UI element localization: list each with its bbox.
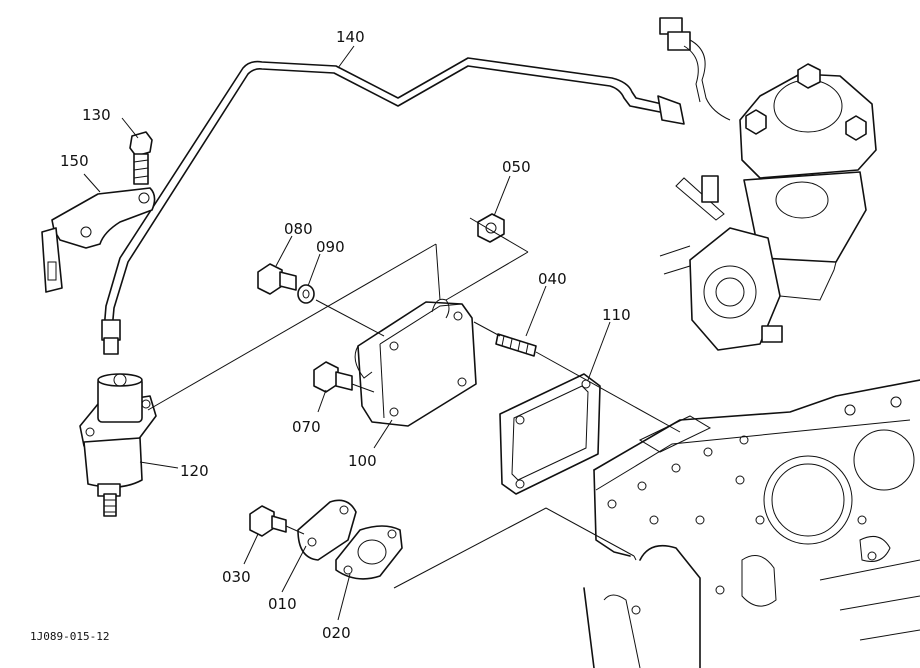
bolt-080[interactable]: [257, 263, 297, 295]
label-080: 080: [284, 220, 313, 238]
bolt-130[interactable]: [129, 131, 153, 185]
nut-050[interactable]: [477, 213, 505, 243]
cover-100[interactable]: [354, 298, 477, 427]
stop-solenoid-120[interactable]: [79, 373, 157, 517]
washer-090[interactable]: [297, 284, 315, 304]
label-110: 110: [602, 306, 631, 324]
bolt-030[interactable]: [249, 505, 287, 537]
label-030: 030: [222, 568, 251, 586]
label-010: 010: [268, 595, 297, 613]
label-020: 020: [322, 624, 351, 642]
label-100: 100: [348, 452, 377, 470]
part-labels: 140 130 150 050 080 090 040 110 070 100 …: [30, 28, 631, 643]
engine-block: [583, 379, 920, 668]
label-070: 070: [292, 418, 321, 436]
drawing-code: 1J089-015-12: [30, 630, 109, 643]
leader-lines: [83, 45, 611, 621]
gasket-110[interactable]: [499, 373, 601, 495]
stud-040[interactable]: [495, 333, 537, 357]
pipe-140[interactable]: [101, 57, 685, 355]
bolt-070[interactable]: [313, 361, 353, 393]
label-150: 150: [60, 152, 89, 170]
label-120: 120: [180, 462, 209, 480]
label-090: 090: [316, 238, 345, 256]
label-130: 130: [82, 106, 111, 124]
plate-010[interactable]: [297, 499, 357, 561]
gasket-020[interactable]: [335, 525, 403, 580]
label-050: 050: [502, 158, 531, 176]
injection-pump: [659, 17, 877, 351]
label-140: 140: [336, 28, 365, 46]
bracket-150[interactable]: [41, 187, 156, 293]
assembly-lines: [147, 217, 681, 589]
label-040: 040: [538, 270, 567, 288]
